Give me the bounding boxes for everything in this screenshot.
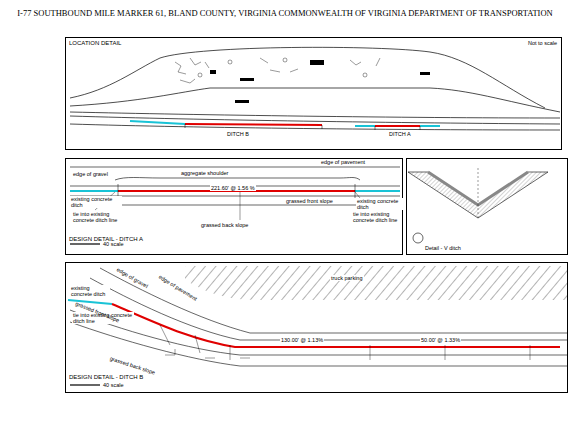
annotation-label: 221.60' @ 1.56 % <box>210 185 256 191</box>
annotation-label: DITCH B <box>226 131 250 137</box>
annotation-label: 40 scale <box>102 241 125 247</box>
annotation-label: aggregate shoulder <box>180 170 229 176</box>
annotation-label: truck parking <box>330 275 364 281</box>
drawing-title: I-77 SOUTHBOUND MILE MARKER 61, BLAND CO… <box>0 8 570 19</box>
annotation-label: 40 scale <box>102 382 125 388</box>
annotation-label: tie into existing concrete ditch line <box>72 211 129 223</box>
annotation-label: grassed back slope <box>108 355 157 376</box>
annotation-label: edge of gravel <box>115 266 150 290</box>
annotation-label: 130.00' @ 1.13% <box>280 337 324 343</box>
annotation-label: existing concrete ditch <box>70 285 110 297</box>
panel-heading: DESIGN DETAIL - DITCH B <box>69 374 143 380</box>
annotation-label: existing concrete ditch <box>356 198 403 210</box>
annotation-label: grassed front slope <box>285 198 334 204</box>
detail-panel: LOCATION DETAIL <box>65 37 562 150</box>
annotation-label: edge of gravel <box>72 171 109 177</box>
annotation-label: edge of pavement <box>320 159 366 165</box>
annotation-label: Not to scale <box>527 40 558 46</box>
detail-panel: Detail - V ditch <box>406 158 568 255</box>
panel-heading: LOCATION DETAIL <box>69 40 121 46</box>
annotation-label: DITCH A <box>388 131 412 137</box>
annotation-label: existing concrete ditch <box>70 196 122 208</box>
annotation-label: tie into existing concrete ditch line <box>352 211 402 223</box>
panel-heading: Detail - V ditch <box>425 245 461 251</box>
annotation-label: grassed back slope <box>200 222 249 228</box>
annotation-label: 50.00' @ 1.33% <box>420 337 461 343</box>
